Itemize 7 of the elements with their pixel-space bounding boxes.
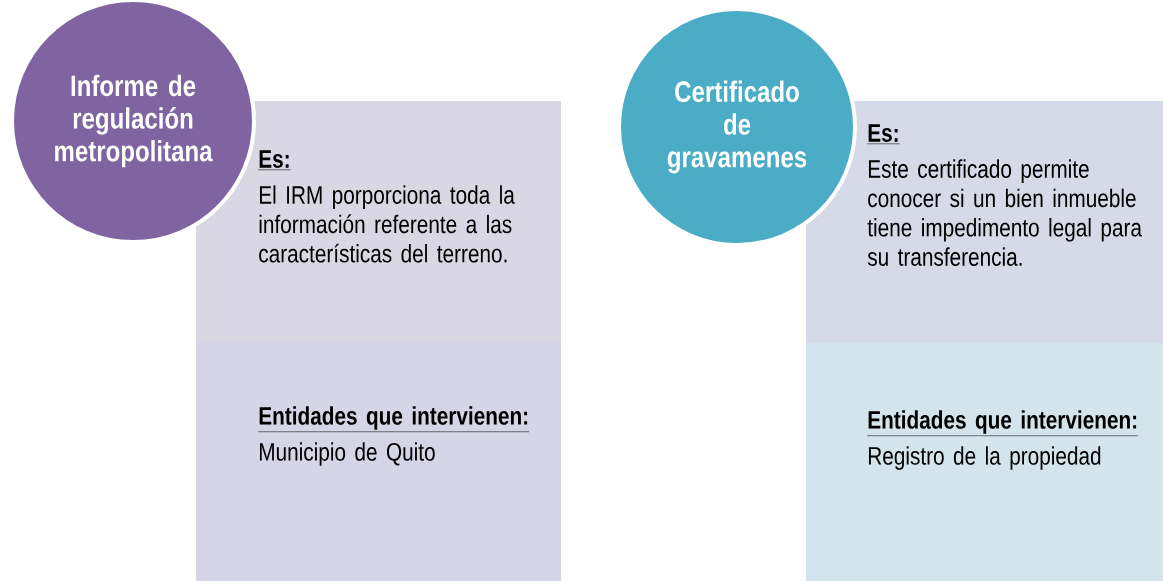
info-panel: Entidades que intervienen: Registro de la propiedad (806, 343, 1163, 581)
node-label: Es: (259, 150, 289, 168)
node-label: Entidades que intervienen: (259, 406, 528, 430)
node-label: El IRM porporciona toda la información referente a las características del terreno. (259, 185, 515, 263)
info-panel: Es: Este certificado permite conocer si un bien inmueble tiene impedimento legal para su transferencia. (806, 101, 1163, 343)
node-label: Municipio de Quito (259, 442, 435, 466)
info-panel: Entidades que intervienen: Municipio de Quito (196, 341, 561, 581)
